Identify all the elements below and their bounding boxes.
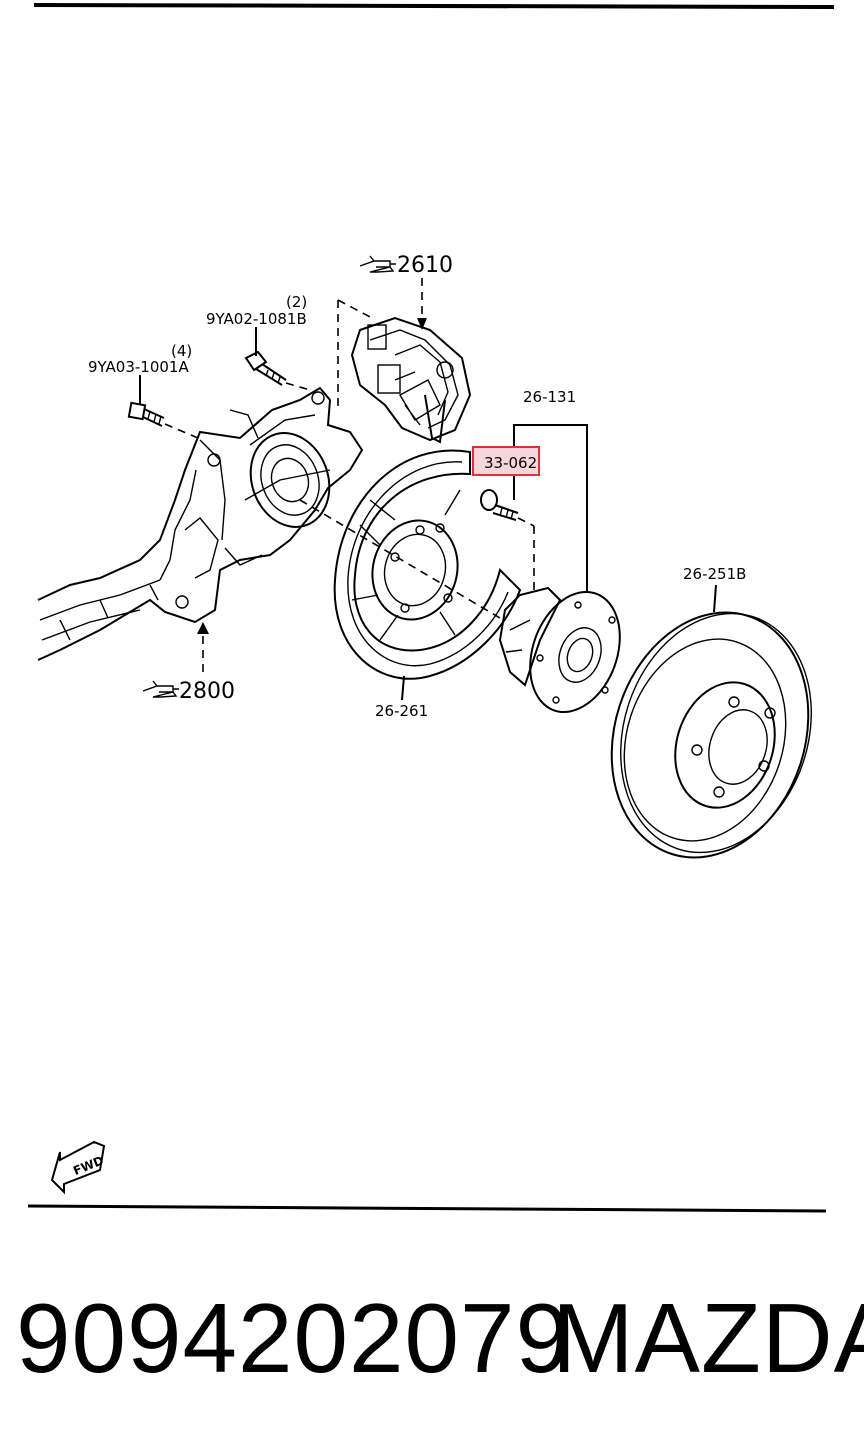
ref-2800-pointer-icon (142, 680, 179, 698)
highlighted-part-label: 33-062 (484, 454, 537, 472)
ref-2610-arrow (417, 318, 427, 330)
top-rule (33, 3, 835, 9)
ref-2800-label: 2800 (179, 679, 235, 704)
footer-brand: MAZDA (552, 1283, 864, 1393)
bottom-rule (27, 1204, 827, 1213)
bolt-lower-icon (127, 401, 165, 427)
bolt-lower-code: 9YA03-1001A (88, 358, 189, 376)
ref-2610-label: 2610 (397, 253, 453, 278)
brake-disc-label: 26-251B (683, 565, 746, 583)
caliper-guide-top (337, 299, 373, 319)
highlighted-part-box[interactable] (472, 446, 540, 476)
hub-assembly-bracket (513, 424, 588, 592)
knuckle-and-arm (37, 386, 364, 661)
bolt-upper-icon (244, 350, 287, 386)
footer-part-number: 9094202079 (16, 1283, 571, 1393)
dust-shield-label: 26-261 (375, 702, 428, 720)
brake-disc-leader (713, 584, 717, 613)
brake-disc (610, 611, 812, 859)
fwd-arrow-icon: FWD (50, 1140, 106, 1195)
dust-shield (333, 449, 522, 680)
bolt-upper-qty: (2) (286, 293, 307, 311)
brake-caliper (350, 316, 472, 444)
dust-shield-leader (401, 675, 405, 701)
bolt-upper-dash (285, 382, 311, 391)
ref-2800-arrow (197, 622, 209, 634)
bolt-lower-dash (164, 423, 199, 439)
bolt-upper-code: 9YA02-1081B (206, 310, 307, 328)
wheel-hub (498, 586, 621, 714)
axis-centerline (299, 499, 501, 619)
ref-2610-pointer-icon (359, 255, 396, 273)
hub-bolt-dash (517, 517, 535, 527)
hub-assembly-label: 26-131 (523, 388, 576, 406)
bolt-lower-qty: (4) (171, 342, 192, 360)
hub-bolt-icon (480, 489, 519, 521)
